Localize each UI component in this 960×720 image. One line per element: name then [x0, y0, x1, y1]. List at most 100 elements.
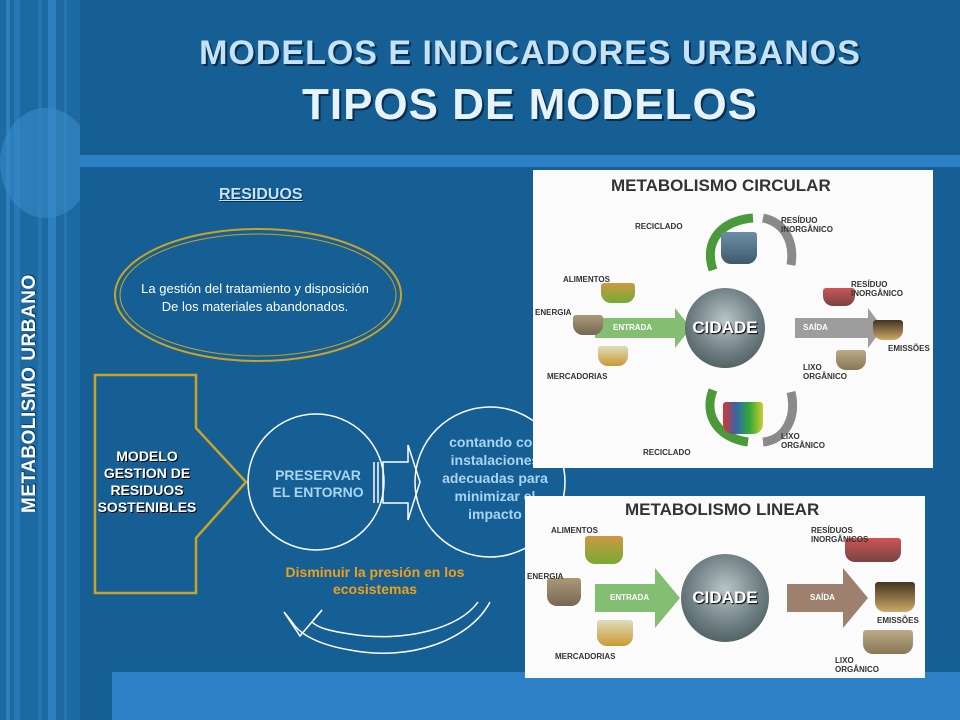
return-arrow-outer [291, 601, 491, 654]
label-line: LIXO [835, 656, 854, 665]
sidebar-stripe [14, 0, 20, 720]
definition-ellipse-inner [119, 233, 397, 357]
emissoes-label: EMISSÕES [877, 616, 919, 625]
preservar-line: EL ENTORNO [272, 484, 364, 500]
contando-label: contando con instalaciones adecuadas par… [420, 433, 570, 523]
alimentos-label: ALIMENTOS [563, 275, 610, 284]
definition-text: La gestión del tratamiento y disposición… [110, 280, 400, 316]
contando-line: adecuadas para [442, 470, 548, 486]
section-heading-link[interactable]: RESIDUOS [219, 186, 303, 203]
definition-line: La gestión del tratamiento y disposición [141, 281, 369, 296]
sidebar-stripe [48, 0, 56, 720]
label-line: LIXO [781, 432, 800, 441]
recycle-arrow-gray [761, 213, 797, 266]
emissoes-thumbnail [875, 582, 915, 612]
contando-circle [414, 406, 566, 558]
label-line: RESÍDUOS [811, 526, 853, 535]
energia-thumbnail [573, 315, 603, 335]
alimentos-thumbnail [585, 536, 623, 564]
lixo-organico-thumbnail [836, 350, 866, 370]
sidebar-stripe [64, 0, 67, 720]
lixo-organico-label: LIXO ORGÂNICO [835, 656, 879, 674]
saida-label: SAÍDA [803, 323, 828, 332]
mercadorias-label: MERCADORIAS [555, 652, 616, 661]
slide-title: MODELOS E INDICADORES URBANOS [199, 34, 861, 72]
contando-line: impacto [468, 506, 522, 522]
slide-subtitle: TIPOS DE MODELOS [301, 80, 759, 129]
residuo-inorganico-right-label: RESÍDUO INORGÂNICO [851, 280, 903, 298]
sidebar: METABOLISMO URBANO [0, 0, 80, 720]
lixo-organico-thumbnail [863, 630, 913, 654]
mercadorias-thumbnail [597, 620, 633, 646]
return-arrowhead [283, 609, 323, 638]
circular-metabolism-image: METABOLISMO CIRCULAR ENTRADA SAÍDA CIDAD… [533, 170, 933, 468]
emissoes-label: EMISSÕES [888, 344, 930, 353]
label-line: INORGÂNICO [781, 225, 833, 234]
header-divider-bar [80, 155, 960, 167]
contando-line: instalaciones [450, 452, 540, 468]
modelo-line: RESIDUOS [110, 482, 184, 498]
circular-panel-graphics [595, 213, 883, 447]
saida-arrow [787, 568, 868, 628]
modelo-line: MODELO [116, 448, 178, 464]
label-line: ORGÂNICO [835, 665, 879, 674]
emissoes-thumbnail [873, 320, 903, 340]
entrada-arrow [595, 568, 680, 628]
saida-arrow [795, 308, 883, 348]
energia-thumbnail [547, 578, 581, 606]
residuo-inorganico-thumbnail [823, 288, 855, 306]
lixo-organico-right-label: LIXO ORGÂNICO [803, 363, 847, 381]
residuos-inorganicos-thumbnail [845, 538, 901, 562]
label-line: RESÍDUO [781, 216, 818, 225]
preservar-label: PRESERVAR EL ENTORNO [250, 467, 386, 501]
mercadorias-label: MERCADORIAS [547, 372, 608, 381]
recycling-thumbnail [721, 232, 757, 264]
reciclado-bottom-label: RECICLADO [643, 448, 691, 457]
footer-bar [112, 672, 960, 720]
energia-label: ENERGIA [527, 572, 564, 581]
recycle-arrow-green-bottom [705, 388, 749, 447]
contando-line: contando con [449, 434, 541, 450]
linear-metabolism-image: METABOLISMO LINEAR ENTRADA SAÍDA CIDADE … [525, 496, 925, 678]
definition-line: De los materiales abandonados. [161, 299, 349, 314]
alimentos-thumbnail [601, 283, 635, 303]
return-arrow-inner [311, 601, 479, 638]
contando-line: minimizar el [454, 488, 536, 504]
sidebar-circle-decoration [0, 108, 80, 218]
entrada-label: ENTRADA [610, 593, 650, 602]
saida-label: SAÍDA [810, 593, 835, 602]
sidebar-stripe [38, 0, 42, 720]
entrada-arrow [595, 308, 691, 348]
sidebar-stripe [6, 0, 10, 720]
city-circle: CIDADE [681, 554, 769, 642]
connector-arrow [382, 444, 421, 521]
recycle-arrow-gray-bottom [762, 390, 797, 447]
label-line: RESÍDUO [851, 280, 888, 289]
mercadorias-thumbnail [598, 346, 628, 366]
modelo-arrow-shape [93, 373, 248, 595]
preservar-circle [247, 413, 385, 551]
preservar-line: PRESERVAR [275, 467, 361, 483]
entrada-label: ENTRADA [613, 323, 653, 332]
recycling-bins-thumbnail [723, 402, 763, 434]
label-line: INORGÂNICOS [811, 535, 869, 544]
energia-label: ENERGIA [535, 308, 572, 317]
label-line: LIXO [803, 363, 822, 372]
disminuir-line: Disminuir la presión en los [285, 564, 465, 580]
definition-ellipse [114, 228, 402, 362]
recycle-arrow-green [705, 213, 754, 272]
disminuir-label: Disminuir la presión en los ecosistemas [250, 564, 500, 598]
reciclado-top-label: RECICLADO [635, 222, 683, 231]
city-circle: CIDADE [685, 288, 765, 368]
residuos-inorganicos-label: RESÍDUOS INORGÂNICOS [811, 526, 868, 544]
modelo-label: MODELO GESTION DE RESIDUOS SOSTENIBLES [82, 448, 212, 516]
disminuir-line: ecosistemas [332, 581, 418, 597]
label-line: ORGÂNICO [803, 372, 847, 381]
linear-panel-title: METABOLISMO LINEAR [625, 500, 820, 519]
circular-panel-title: METABOLISMO CIRCULAR [611, 176, 831, 195]
linear-panel-graphics [595, 568, 868, 628]
modelo-line: GESTION DE [103, 465, 191, 481]
label-line: ORGÂNICO [781, 441, 825, 450]
label-line: INORGÂNICO [851, 289, 903, 298]
